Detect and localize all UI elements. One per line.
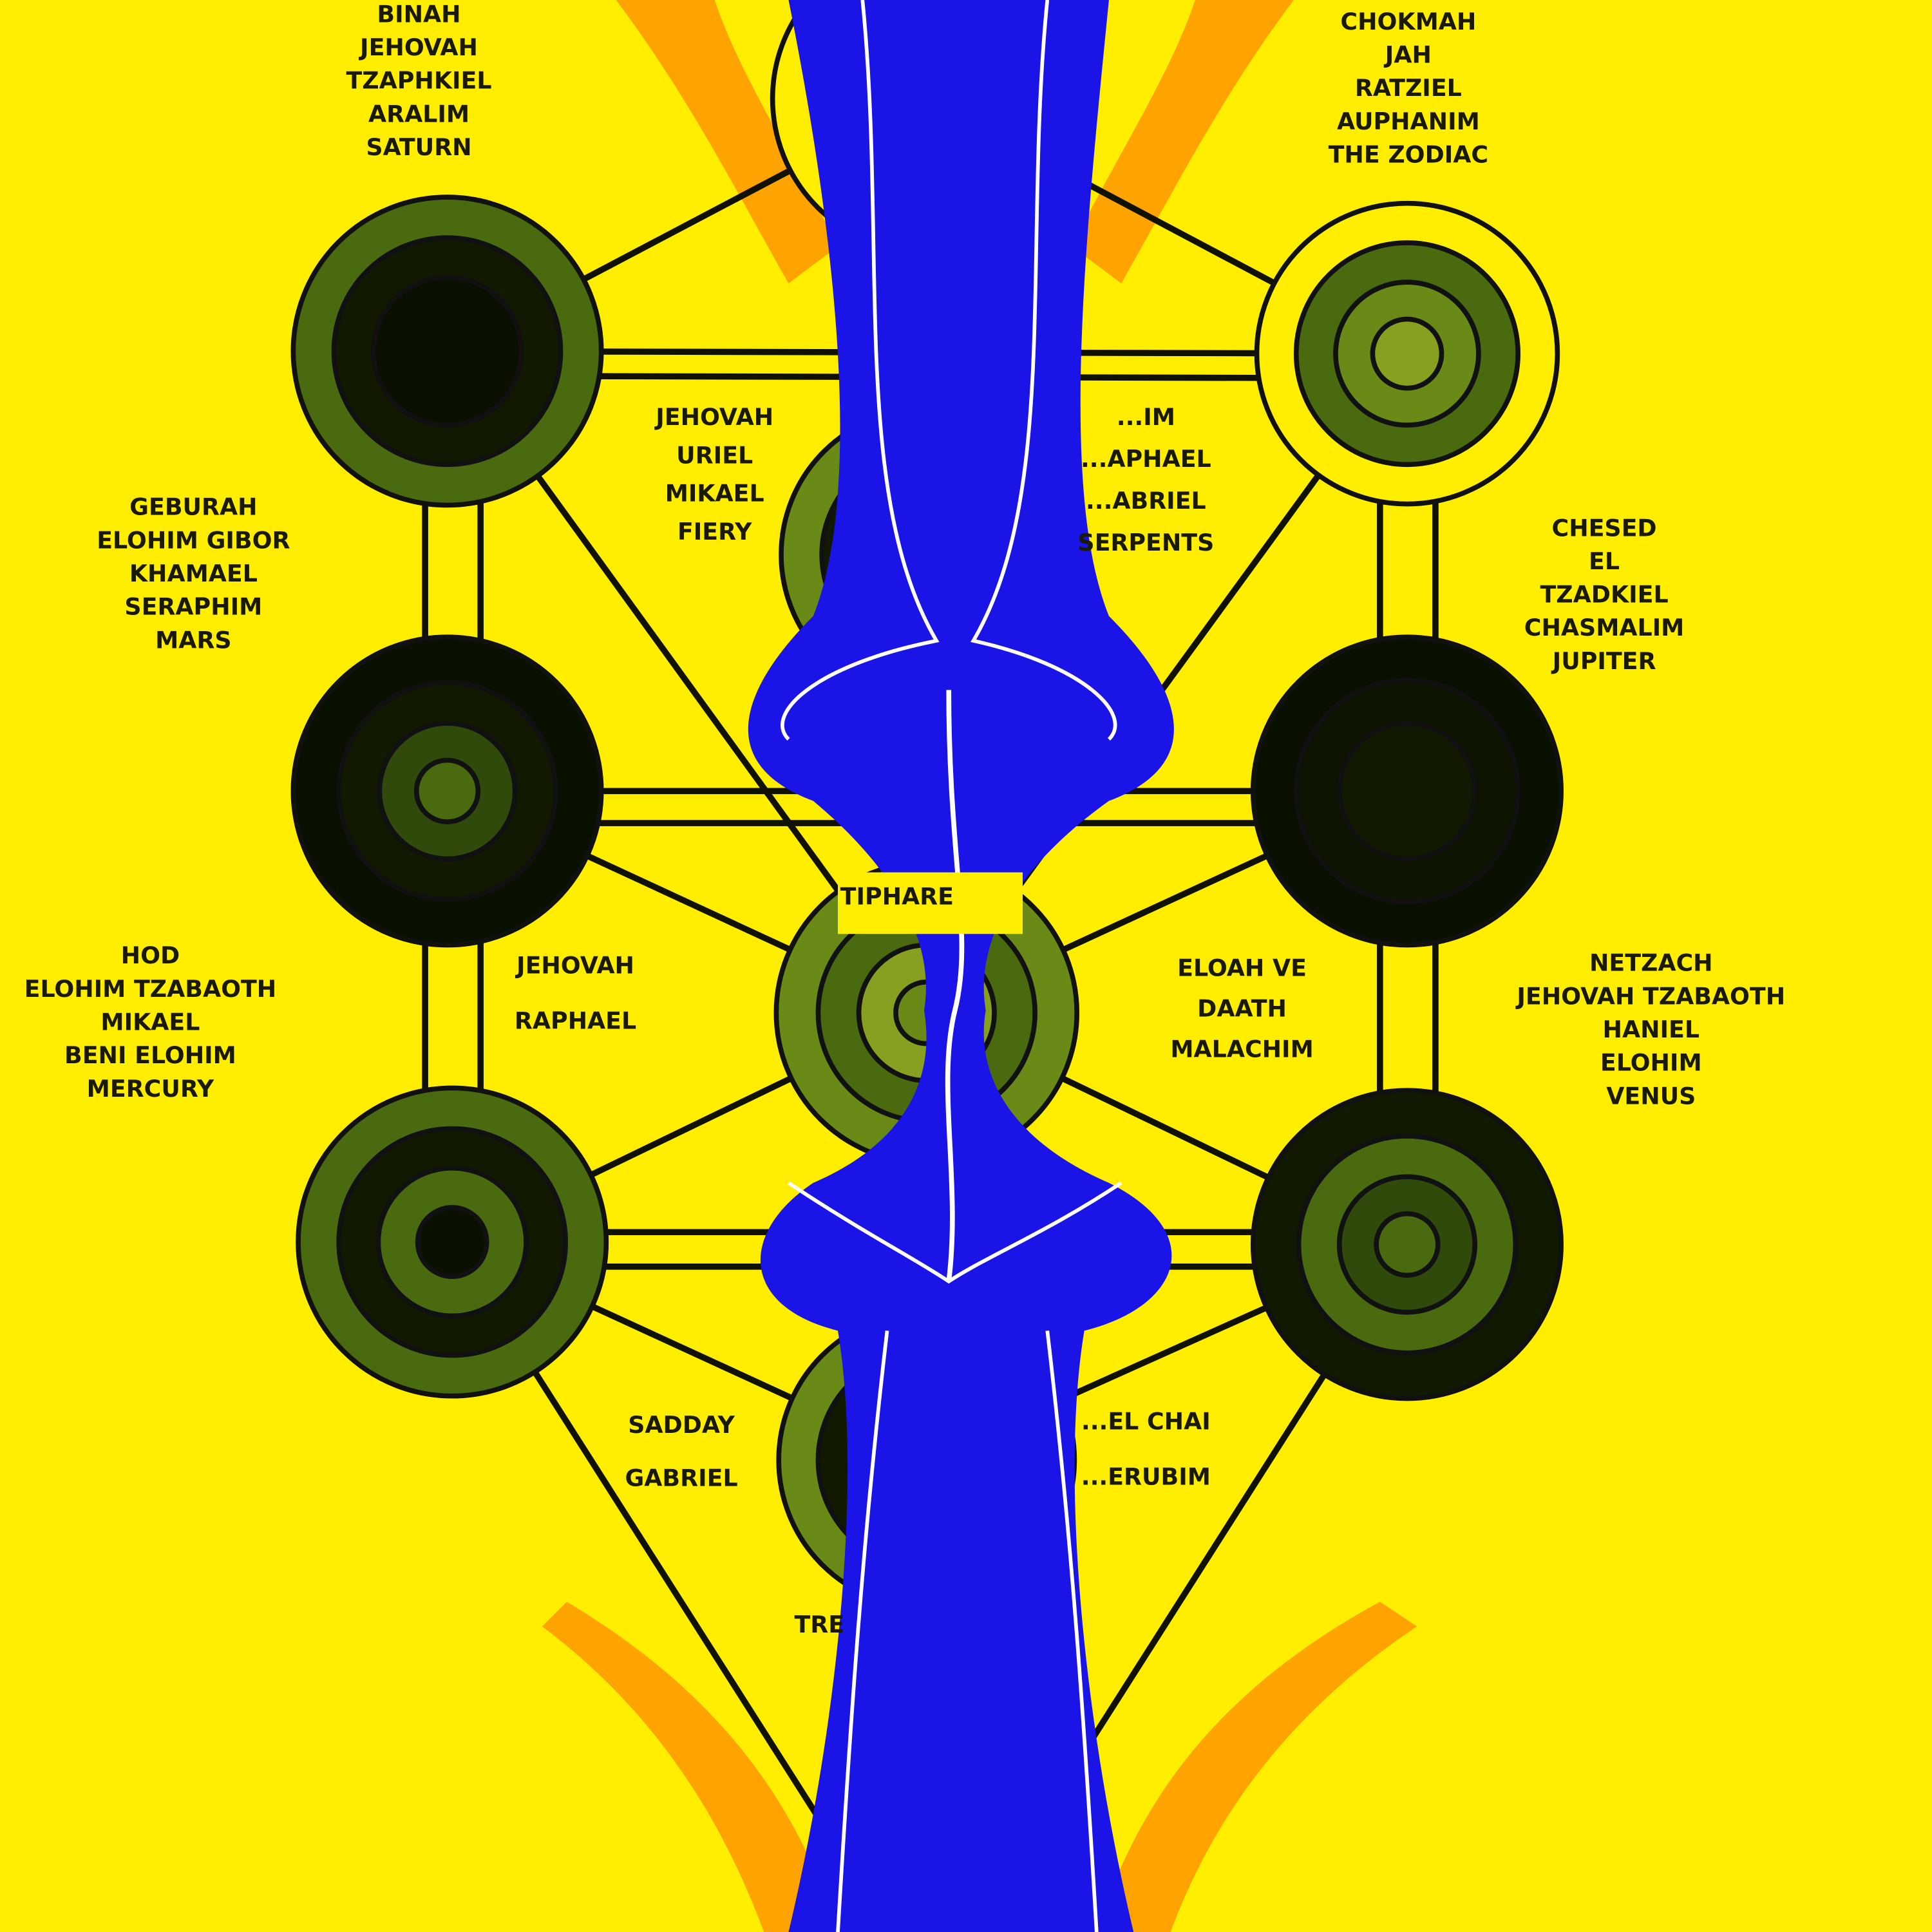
label-chokmah: JAH — [1383, 41, 1432, 69]
sephira-chesed — [1250, 634, 1564, 948]
label-path-left-upper: MIKAEL — [665, 480, 764, 507]
label-path-right-upper: ...ABRIEL — [1086, 487, 1206, 515]
label-path-left-middle: JEHOVAH — [515, 951, 634, 979]
label-chokmah: CHOKMAH — [1340, 8, 1476, 35]
label-path-right-lower: ...ERUBIM — [1081, 1463, 1211, 1490]
sephira-labels: BINAH JEHOVAH TZAPHKIEL ARALIM SATURN CHOKMAH… — [24, 0, 1786, 1638]
label-path-right-middle: MALACHIM — [1170, 1036, 1313, 1063]
sephira-binah — [290, 194, 604, 508]
label-path-right-lower: ...EL CHAI — [1081, 1407, 1211, 1435]
label-netzach: VENUS — [1606, 1082, 1696, 1110]
sephira-geburah — [290, 634, 604, 948]
label-path-right-upper: SERPENTS — [1077, 529, 1214, 556]
label-chesed: JUPITER — [1551, 647, 1656, 675]
label-geburah: GEBURAH — [129, 493, 257, 521]
blue-flame-column — [748, 0, 1174, 1932]
label-hod: MERCURY — [87, 1075, 214, 1103]
label-tiphareth: TIPHARE — [840, 882, 954, 910]
label-path-right-upper: ...IM — [1117, 403, 1175, 431]
label-path-left-lower: GABRIEL — [625, 1464, 737, 1492]
label-hod: BENI ELOHIM — [64, 1041, 236, 1069]
label-binah: TZAPHKIEL — [346, 67, 492, 95]
label-path-left-upper: FIERY — [677, 518, 752, 545]
label-hod: MIKAEL — [100, 1008, 200, 1036]
label-binah: JEHOVAH — [358, 33, 478, 61]
label-hod: ELOHIM TZABAOTH — [24, 975, 277, 1003]
label-geburah: SERAPHIM — [124, 593, 262, 621]
tiphareth-label-bg — [838, 872, 1023, 934]
label-chesed: CHASMALIM — [1524, 614, 1685, 641]
label-path-left-upper: URIEL — [676, 441, 753, 469]
label-geburah: MARS — [155, 626, 231, 654]
label-path-right-upper: ...APHAEL — [1081, 445, 1211, 473]
orange-flames — [542, 0, 1417, 1932]
label-path-left-middle: RAPHAEL — [515, 1007, 636, 1035]
sephira-netzach — [1250, 1088, 1564, 1401]
label-binah: BINAH — [377, 0, 460, 28]
label-chokmah: RATZIEL — [1355, 74, 1462, 102]
label-chokmah: THE ZODIAC — [1329, 141, 1488, 169]
label-path-left-lower: SADDAY — [628, 1411, 735, 1439]
label-path-left-upper: JEHOVAH — [654, 403, 773, 431]
label-chesed: EL — [1589, 547, 1620, 575]
label-geburah: KHAMAEL — [129, 560, 258, 587]
label-netzach: HANIEL — [1603, 1016, 1700, 1043]
label-netzach: ELOHIM — [1600, 1049, 1702, 1077]
label-chesed: TZADKIEL — [1540, 581, 1669, 609]
label-geburah: ELOHIM GIBOR — [97, 526, 290, 554]
label-netzach: NETZACH — [1589, 949, 1713, 977]
label-bottom-partial: TRE — [795, 1611, 845, 1638]
label-path-right-middle: DAATH — [1197, 994, 1287, 1022]
label-hod: HOD — [121, 942, 180, 969]
sephira-hod — [296, 1085, 609, 1399]
sephira-chokmah — [1254, 200, 1560, 507]
label-path-right-middle: ELOAH VE — [1177, 954, 1307, 981]
label-binah: SATURN — [366, 133, 471, 161]
label-chokmah: AUPHANIM — [1337, 108, 1480, 135]
label-binah: ARALIM — [368, 100, 469, 128]
label-netzach: JEHOVAH TZABAOTH — [1515, 982, 1785, 1010]
label-chesed: CHESED — [1552, 514, 1657, 542]
